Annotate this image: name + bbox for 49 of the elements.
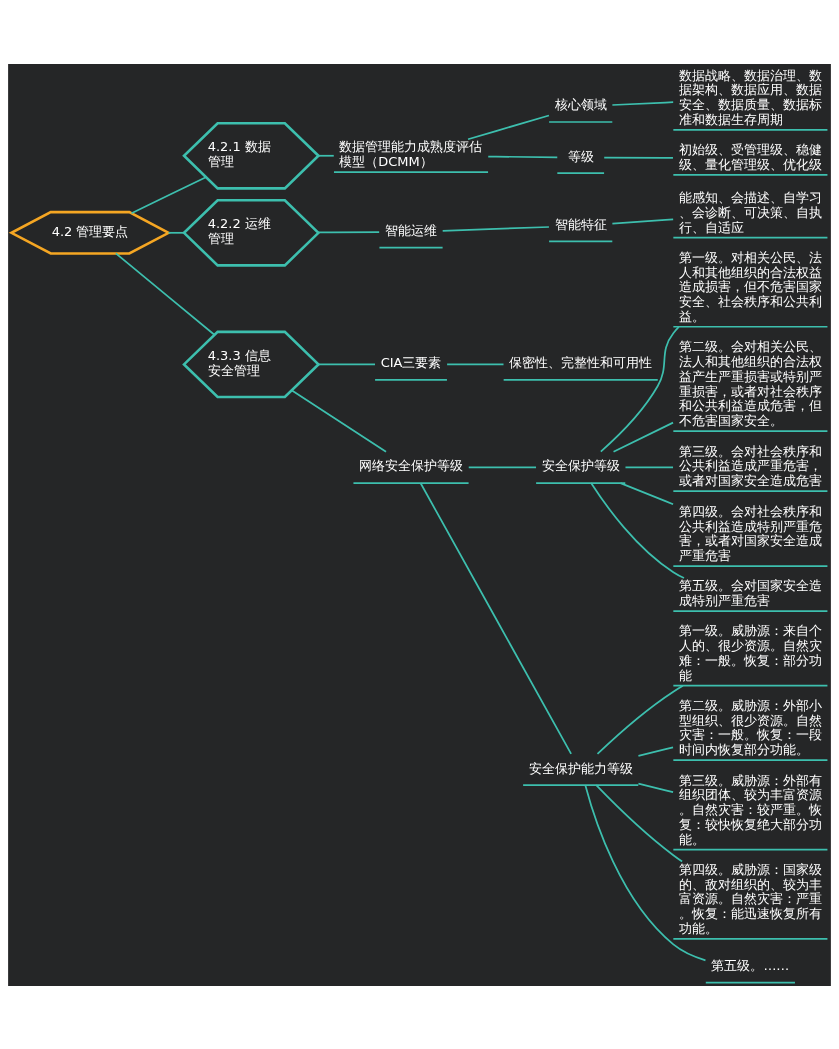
node-text: 安全保护等级 bbox=[541, 457, 620, 473]
node-text: 第三级。会对社会秩序和公共利益造成严重危害，或者对国家安全造成危害 bbox=[678, 443, 822, 488]
node-text: 第三级。威胁源：外部有组织团体、较为丰富资源。自然灾害：较严重。恢复：较快恢复绝大部分功能。 bbox=[678, 772, 822, 847]
connector bbox=[317, 154, 335, 157]
node-text: CIA三要素 bbox=[380, 354, 442, 370]
node-text: 安全保护能力等级 bbox=[528, 760, 633, 776]
connector bbox=[317, 363, 376, 365]
connector bbox=[596, 684, 684, 755]
node-text: 第一级。威胁源：来自个人的、很少资源。自然灾难：一般。恢复：部分功能 bbox=[678, 622, 822, 683]
node-text: 第四级。威胁源：国家级的、敌对组织的、较为丰富资源。自然灾害：严重。恢复：能迅速恢复所有功能。 bbox=[678, 861, 822, 936]
node-text: 初始级、受管理级、稳健级、量化管理级、优化级 bbox=[678, 141, 822, 172]
node-text: 数据战略、数据治理、数据架构、数据应用、数据安全、数据质量、数据标准和数据生存周期 bbox=[678, 67, 822, 127]
connector bbox=[637, 746, 674, 757]
node-text: 数据管理能力成熟度评估模型（DCMM） bbox=[339, 138, 483, 169]
node-text: 第四级。会对社会秩序和公共利益造成特别严重危害，或者对国家安全造成严重危害 bbox=[678, 503, 822, 563]
node-text: 第五级。会对国家安全造成特别严重危害 bbox=[678, 577, 822, 608]
connector bbox=[603, 156, 674, 159]
node-text: 能感知、会描述、自学习、会诊断、可决策、自执行、自适应 bbox=[678, 189, 822, 235]
connector bbox=[612, 421, 674, 453]
connector bbox=[590, 481, 685, 579]
connector bbox=[624, 466, 674, 468]
node-text: 智能运维 bbox=[385, 222, 438, 238]
node-text: 第二级。威胁源：外部小型组织、很少资源。自然灾害：一般。恢复：一段时间内恢复部分功能。 bbox=[678, 697, 822, 757]
connector bbox=[611, 100, 675, 106]
connector bbox=[611, 217, 675, 225]
connector bbox=[167, 231, 185, 234]
connector bbox=[446, 363, 505, 365]
connector bbox=[599, 325, 680, 452]
connector bbox=[114, 252, 216, 336]
connector bbox=[317, 230, 381, 233]
connector bbox=[467, 466, 537, 468]
node-text: 智能特征 bbox=[554, 216, 607, 232]
node-text: 第二级。会对相关公民、法人和其他组织的合法权益产生严重损害或特别严重损害，或者对社会秩序和公共利益造成危害，但不危害国家安全。 bbox=[678, 338, 822, 428]
connector bbox=[130, 175, 207, 214]
node-text: 网络安全保护等级 bbox=[359, 457, 464, 473]
node-text: 保密性、完整性和可用性 bbox=[509, 354, 653, 370]
connector bbox=[441, 225, 550, 232]
connector bbox=[595, 783, 683, 862]
node-text: 核心领域 bbox=[554, 96, 607, 112]
connector bbox=[584, 783, 707, 961]
connector bbox=[291, 389, 387, 453]
connector bbox=[487, 155, 559, 158]
connector bbox=[419, 481, 572, 755]
node-text: 等级 bbox=[567, 148, 594, 164]
connector bbox=[467, 114, 550, 140]
connector bbox=[619, 481, 674, 505]
node-text: 第五级。…… bbox=[711, 957, 790, 973]
node-text: 第一级。对相关公民、法人和其他组织的合法权益造成损害，但不危害国家安全、社会秩序和公共利益。 bbox=[678, 249, 822, 324]
connector bbox=[637, 782, 674, 793]
